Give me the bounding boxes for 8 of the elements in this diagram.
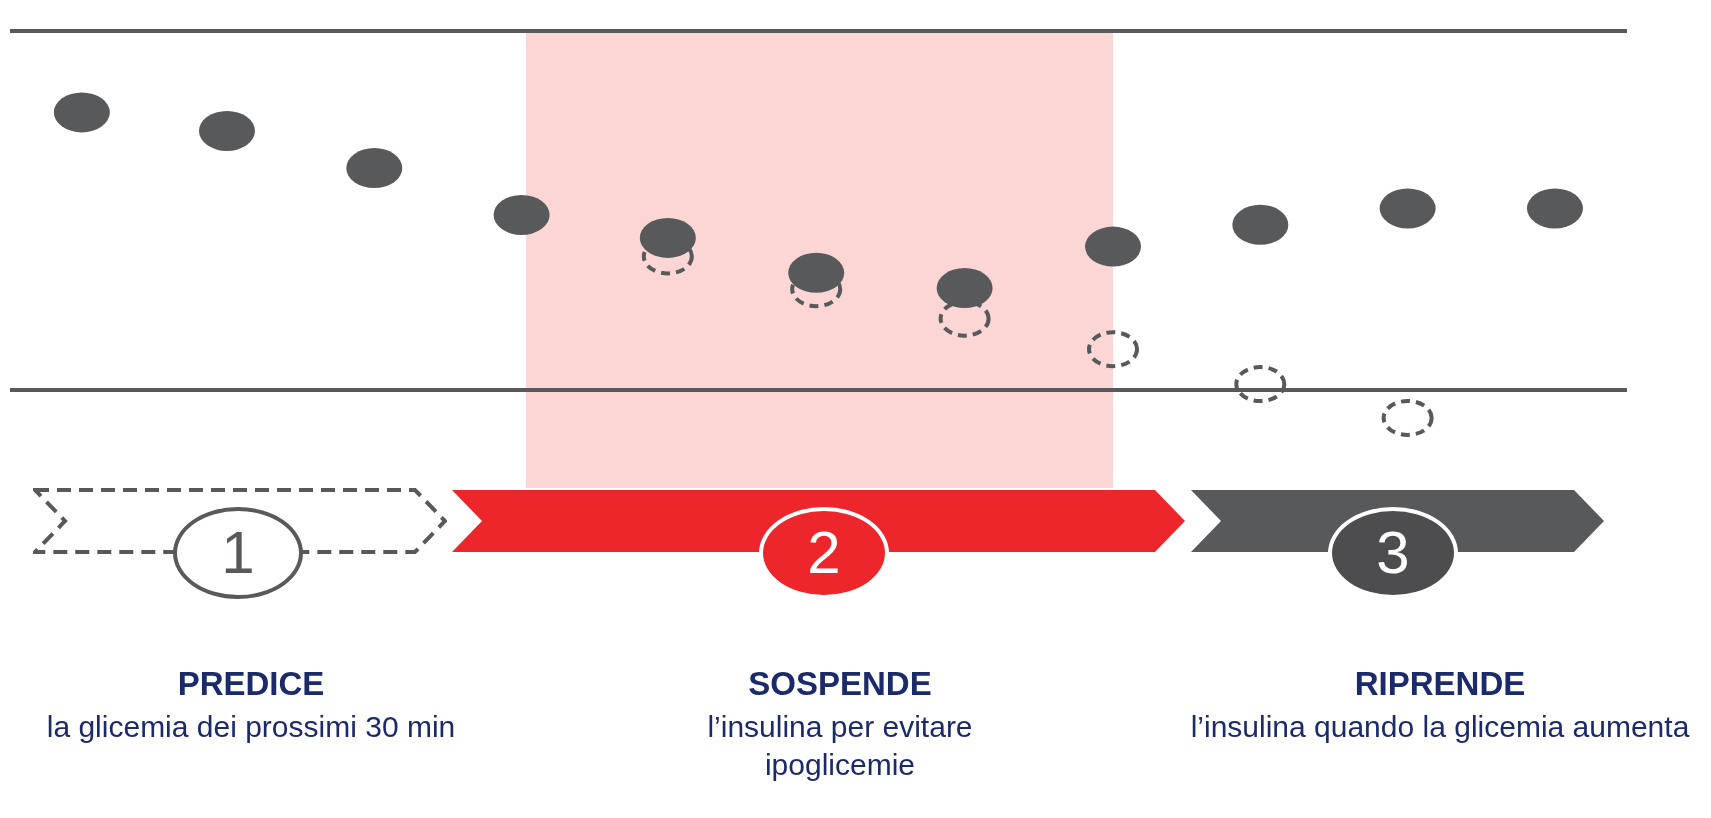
step-heading: SOSPENDE (748, 664, 932, 704)
step-description: la glicemia dei prossimi 30 min (46, 709, 456, 745)
step-description: l’insulina per evitare ipoglicemie (706, 709, 974, 783)
step-number: 1 (173, 507, 303, 599)
step-heading: RIPRENDE (1354, 664, 1526, 704)
step-heading: PREDICE (177, 664, 325, 704)
step-description: l’insulina quando la glicemia aumenta (1190, 709, 1690, 745)
chevron-step (33, 488, 447, 600)
